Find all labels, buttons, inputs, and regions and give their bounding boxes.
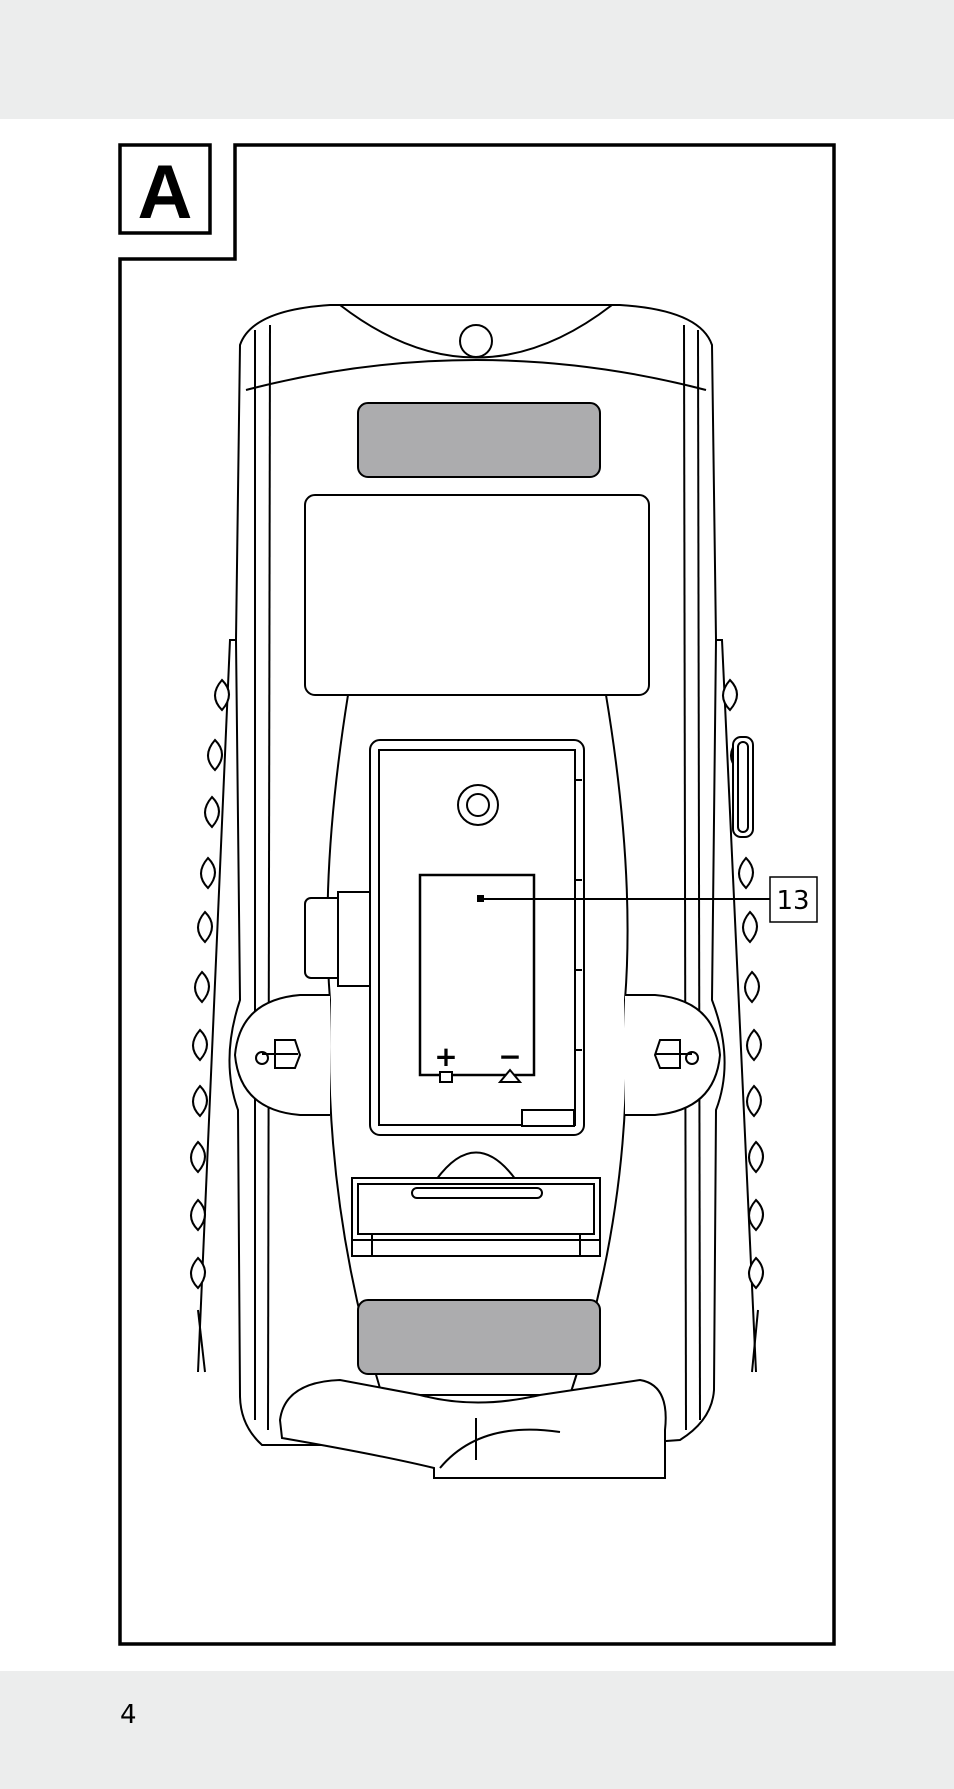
top-grip-pad bbox=[358, 403, 600, 477]
callout-13-number: 13 bbox=[776, 886, 809, 916]
display-window bbox=[305, 495, 649, 695]
page-number: 4 bbox=[120, 1700, 137, 1730]
figure-label: A bbox=[138, 150, 193, 235]
bottom-grip-pad bbox=[358, 1300, 600, 1374]
battery-minus-symbol: − bbox=[498, 1040, 521, 1073]
battery-plus-symbol: + bbox=[434, 1040, 457, 1073]
callout-13-anchor bbox=[477, 895, 484, 902]
